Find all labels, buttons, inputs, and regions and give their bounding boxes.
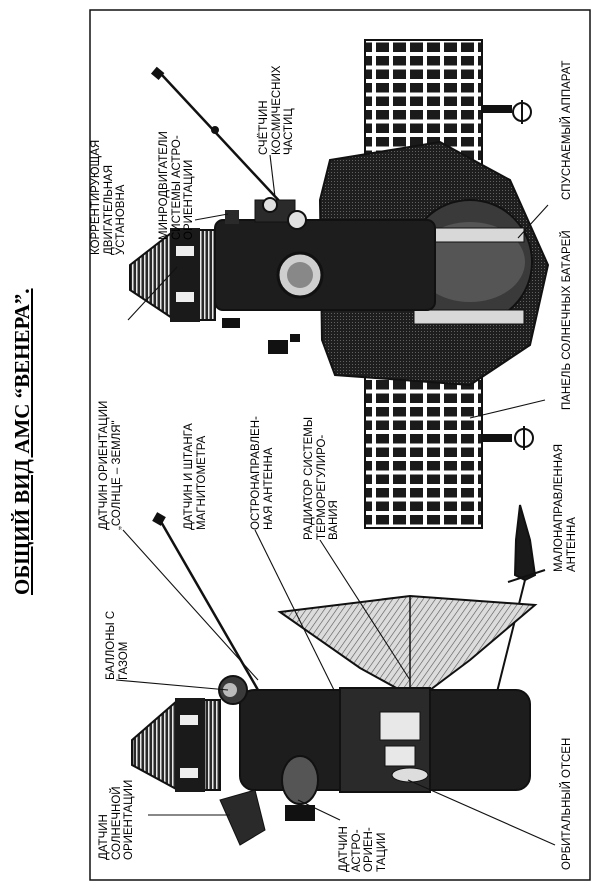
panel-tip-antenna-bottom <box>482 426 534 450</box>
label-solar-sensor-line: СОЛНЕЧНОЙ <box>110 786 123 860</box>
label-gas-tanks-line: БАЛЛОНЫ С <box>105 610 117 680</box>
upper-solar-panel-bottom <box>364 357 483 529</box>
label-corrective-engine-line: ДВИГАТЕЛЬНАЯ <box>102 164 115 255</box>
label-radiator-line: ВАНИЯ <box>328 500 340 540</box>
label-sun-earth-sensor-line: ДАТЧИН ОРИЕНТАЦИИ <box>98 400 110 530</box>
label-astro-sensor-line: ОРИЕН- <box>363 827 375 872</box>
label-directional-antenna-line: ОСТРОНАПРАВЛЕН- <box>250 416 262 530</box>
label-particle-counter-line: КОСМИЧЕСНИХ <box>270 65 283 155</box>
label-orbital-compartment-line: ОРБИТАЛЬНЫЙ ОТСЕН <box>561 737 573 870</box>
upper-boom <box>161 74 284 206</box>
diagram-frame <box>89 9 591 881</box>
label-directional-antenna-line: НАЯ АНТЕННА <box>262 447 275 530</box>
label-solar-sensor-line: ДАТЧИН <box>98 814 110 860</box>
label-micro-engines-line: ОРИЕНТАЦИИ <box>183 159 195 240</box>
label-solar-panel: ПАНЕЛЬ СОЛНЕЧНЫХ БАТАРЕЙ <box>561 230 574 410</box>
label-descent-module-line: СПУСНАЕМЫЙ АППАРАТ <box>561 60 573 201</box>
panel-tip-antenna-top <box>482 100 532 124</box>
lower-spacecraft <box>131 504 546 846</box>
label-sun-earth-sensor-line: „СОЛНЦЕ – ЗЕМЛЯ" <box>110 420 123 530</box>
label-corrective-engine-line: КОРРЕНТИРУЮЩАЯ <box>90 139 102 255</box>
upper-spacecraft <box>129 39 550 529</box>
high-gain-dish <box>277 594 538 691</box>
label-descent-module: СПУСНАЕМЫЙ АППАРАТ <box>561 61 574 201</box>
label-gas-tanks-line: ГАЗОМ <box>117 641 130 680</box>
label-astro-sensor-line: ТАЦИИ <box>375 832 388 872</box>
label-magnetometer-line: МАГНИТОМЕТРА <box>195 435 208 530</box>
lower-boom <box>158 519 260 691</box>
low-gain-antenna <box>513 504 537 582</box>
label-solar-panel-line: ПАНЕЛЬ СОЛНЕЧНЫХ БАТАРЕЙ <box>561 230 573 410</box>
label-astro-sensor-line: ДАТЧИН <box>338 826 350 872</box>
page-title: ОБЩИЙ ВИД АМС “ВЕНЕРА”. <box>10 288 34 595</box>
label-micro-engines-line: СИСТЕМЫ АСТРО- <box>170 135 183 240</box>
label-directional-antenna: ОСТРОНАПРАВЛЕН-НАЯ АНТЕННА <box>250 416 275 530</box>
label-particle-counter-line: ЧАСТИЦ <box>283 108 295 155</box>
label-astro-sensor-line: АСТРО- <box>350 829 363 872</box>
label-low-gain-antenna-line: АНТЕННА <box>565 517 578 572</box>
label-low-gain-antenna-line: МАЛОНАПРАВЛЕННАЯ <box>553 443 565 572</box>
label-particle-counter-line: СЧЁТЧИН <box>258 100 270 155</box>
label-magnetometer-line: ДАТЧИН И ШТАНГА <box>183 423 195 530</box>
leader-lines <box>115 154 556 846</box>
label-orbital-compartment: ОРБИТАЛЬНЫЙ ОТСЕН <box>561 738 574 870</box>
label-corrective-engine-line: УСТАНОВНА <box>115 184 127 255</box>
label-radiator-line: РАДИАТОР СИСТЕМЫ <box>303 416 315 540</box>
label-sun-earth-sensor: ДАТЧИН ОРИЕНТАЦИИ„СОЛНЦЕ – ЗЕМЛЯ" <box>98 401 123 530</box>
upper-main-body <box>214 219 436 311</box>
label-micro-engines-line: МИНРОДВИГАТЕЛИ <box>158 131 170 240</box>
label-radiator-line: ТЕРМОРЕГУЛИРО- <box>315 434 328 540</box>
label-solar-sensor-line: ОРИЕНТАЦИИ <box>123 779 135 860</box>
